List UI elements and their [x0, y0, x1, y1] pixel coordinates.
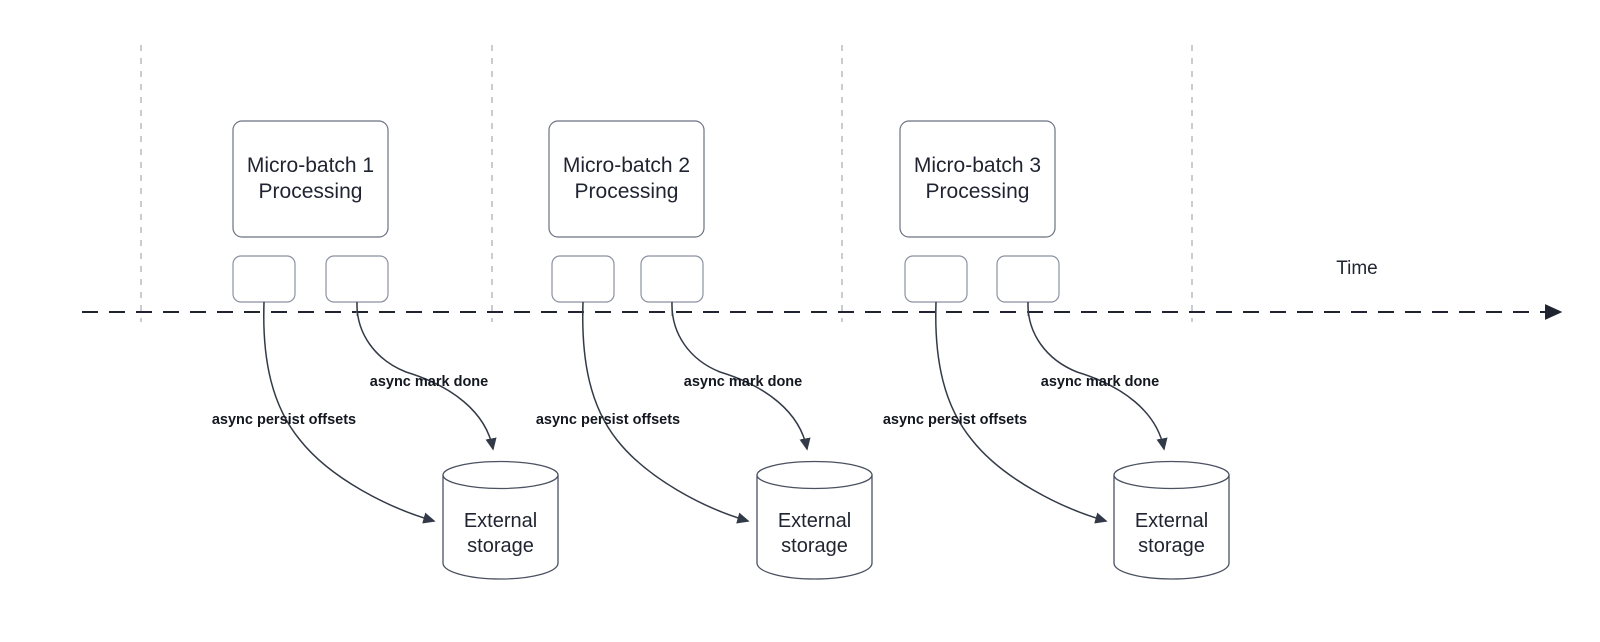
tick-box-1-right[interactable]	[325, 255, 389, 303]
external-storage-3-top	[1113, 460, 1230, 490]
microbatch-box-3-label-line2: Processing	[926, 180, 1030, 203]
external-storage-3[interactable]: External storage	[1113, 460, 1230, 580]
edge-persist-offsets-1	[263, 301, 436, 524]
external-storage-3-label-line1: External	[1135, 510, 1208, 532]
external-storage-2-label-line2: storage	[781, 535, 848, 557]
tick-box-2-right[interactable]	[640, 255, 704, 303]
edge-mark-done-3	[1027, 301, 1168, 451]
tick-box-3-left[interactable]	[904, 255, 968, 303]
external-storage-2-top	[756, 460, 873, 490]
external-storage-2[interactable]: External storage	[756, 460, 873, 580]
edge-persist-offsets-2	[581, 301, 750, 524]
edge-label-persist-offsets-3: async persist offsets	[883, 412, 1027, 428]
microbatch-box-1[interactable]	[232, 120, 389, 238]
batch-group-3: Micro-batch 3 Processing async persist o…	[883, 120, 1230, 580]
external-storage-3-body	[1113, 474, 1230, 580]
microbatch-box-3-label-line1: Micro-batch 3	[914, 154, 1041, 177]
edge-mark-done-1	[356, 301, 497, 451]
external-storage-2-label-line1: External	[778, 510, 851, 532]
edge-label-mark-done-2: async mark done	[684, 374, 802, 390]
external-storage-3-label-line2: storage	[1138, 535, 1205, 557]
external-storage-1-top	[442, 460, 559, 490]
edge-label-persist-offsets-1: async persist offsets	[212, 412, 356, 428]
batch-group-1: Micro-batch 1 Processing async persist o…	[212, 120, 559, 580]
tick-box-2-left[interactable]	[551, 255, 615, 303]
edge-persist-offsets-3	[935, 301, 1108, 524]
tick-box-3-right[interactable]	[996, 255, 1060, 303]
edge-mark-done-2	[671, 301, 811, 451]
microbatch-box-1-label-line1: Micro-batch 1	[247, 154, 374, 177]
edge-label-mark-done-1: async mark done	[370, 374, 488, 390]
microbatch-box-1-label-line2: Processing	[259, 180, 363, 203]
external-storage-2-body	[756, 474, 873, 580]
tick-box-1-left[interactable]	[232, 255, 296, 303]
edge-label-mark-done-3: async mark done	[1041, 374, 1159, 390]
external-storage-1-label-line2: storage	[467, 535, 534, 557]
microbatch-box-2[interactable]	[548, 120, 705, 238]
edge-label-persist-offsets-2: async persist offsets	[536, 412, 680, 428]
external-storage-1[interactable]: External storage	[442, 460, 559, 580]
external-storage-1-body	[442, 474, 559, 580]
microbatch-box-2-label-line1: Micro-batch 2	[563, 154, 690, 177]
timeline-axis-group: Time	[82, 258, 1563, 320]
timeline-axis-label: Time	[1336, 258, 1378, 279]
batch-group-2: Micro-batch 2 Processing async persist o…	[536, 120, 873, 580]
microbatch-box-3[interactable]	[899, 120, 1056, 238]
microbatch-box-2-label-line2: Processing	[575, 180, 679, 203]
external-storage-1-label-line1: External	[464, 510, 537, 532]
